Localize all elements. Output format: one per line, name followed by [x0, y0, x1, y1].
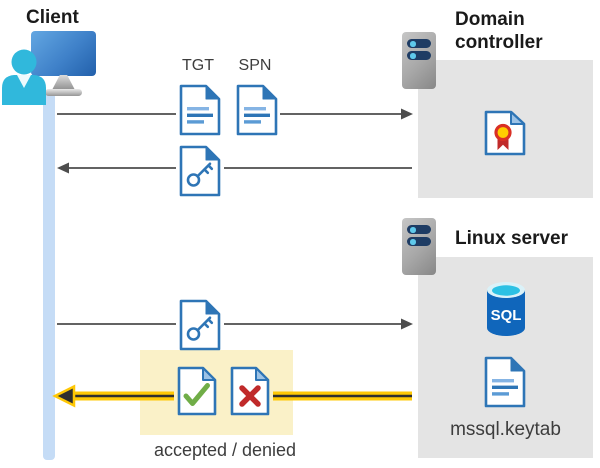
- linux-server-server-icon: [402, 218, 436, 275]
- denied-document-icon: [230, 366, 270, 416]
- arrowhead-left-icon: [57, 162, 69, 174]
- arrowhead-right-icon: [401, 108, 413, 120]
- sql-database-icon: SQL: [487, 282, 525, 336]
- key-document-icon: [179, 299, 221, 351]
- client-lifeline: [43, 90, 55, 460]
- person-icon: [2, 49, 46, 105]
- certificate-document-icon: [484, 110, 526, 156]
- client-label: Client: [26, 7, 79, 28]
- monitor-base: [45, 89, 82, 96]
- domain-controller-server-icon: [402, 32, 436, 89]
- sql-badge-text: SQL: [491, 307, 522, 324]
- accepted-document-icon: [177, 366, 217, 416]
- tgt-label: TGT: [182, 57, 214, 74]
- result-label: accepted / denied: [153, 440, 297, 460]
- arrowhead-right-icon: [401, 318, 413, 330]
- client-monitor-icon: [31, 31, 96, 76]
- keytab-label: mssql.keytab: [450, 419, 561, 440]
- linux-server-label: Linux server: [455, 228, 568, 249]
- spn-label: SPN: [238, 57, 272, 74]
- tgt-document-icon: [179, 84, 221, 136]
- spn-document-icon: [236, 84, 278, 136]
- key-document-icon: [179, 145, 221, 197]
- keytab-document-icon: [484, 356, 526, 408]
- arrowhead-left-yellow-icon: [52, 384, 76, 408]
- domain-controller-label: Domain controller: [455, 9, 543, 54]
